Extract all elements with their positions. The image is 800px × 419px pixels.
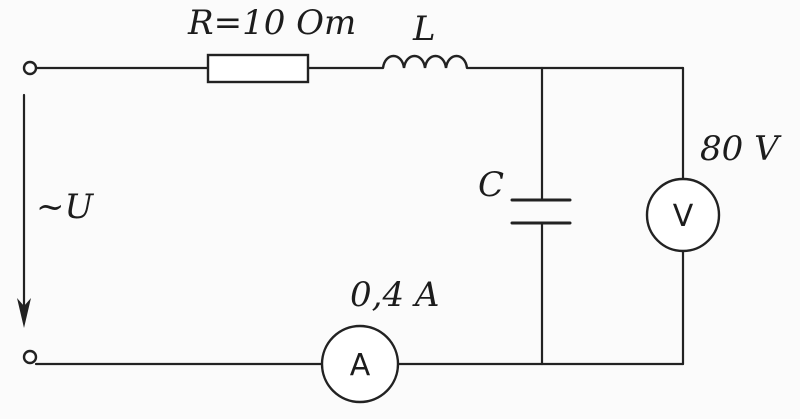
resistor-label: R=10 Om [187, 3, 356, 43]
terminal-top [22, 60, 38, 76]
voltmeter-symbol: V [673, 199, 694, 234]
inductor-label: L [412, 9, 436, 49]
source-label: ~U [36, 187, 94, 227]
terminal-bottom [22, 349, 38, 365]
voltmeter-reading: 80 V [700, 129, 782, 169]
capacitor-label: C [478, 165, 504, 205]
ammeter-reading: 0,4 A [350, 275, 439, 315]
resistor [206, 53, 310, 84]
voltage-arrow-head [17, 298, 31, 328]
inductor [381, 54, 469, 69]
ammeter-symbol: A [350, 348, 371, 383]
